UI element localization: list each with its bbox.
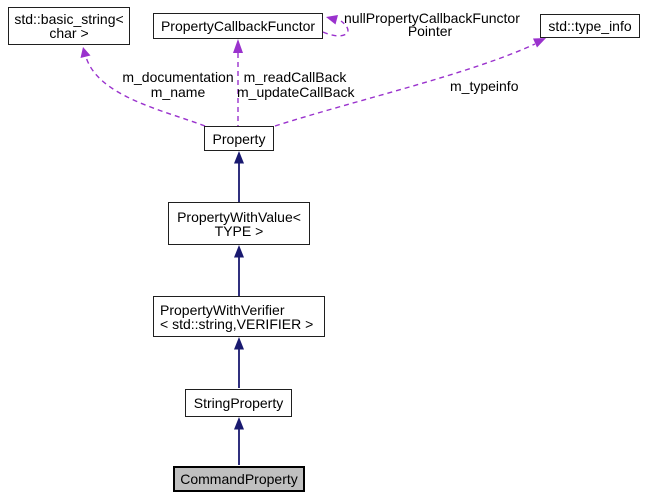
node-property[interactable]: Property [204, 126, 274, 151]
edge-label-line: nullPropertyCallbackFunctor [344, 10, 520, 26]
node-label: char > [49, 25, 89, 41]
node-label: PropertyWithValue< [177, 208, 301, 225]
node-label: TYPE > [214, 222, 264, 239]
node-label: std::basic_string< [14, 11, 124, 27]
edge-label-line: m_updateCallBack [237, 84, 355, 100]
edge-label-line: m_name [150, 84, 206, 100]
usage-arrowhead [326, 15, 338, 25]
node-command-property: CommandProperty [173, 466, 305, 492]
edge-label-typeinfo: m_typeinfo [450, 79, 540, 94]
node-label: < std::string,VERIFIER > [160, 315, 314, 332]
node-property-with-verifier[interactable]: PropertyWithVerifier < std::string,VERIF… [153, 296, 325, 337]
edge-label-callbacks: m_readCallBack m_updateCallBack [237, 69, 355, 100]
node-std-type-info[interactable]: std::type_info [540, 14, 640, 38]
inheritance-arrowhead [234, 337, 244, 350]
node-label: PropertyCallbackFunctor [160, 18, 316, 34]
node-label: StringProperty [193, 395, 284, 411]
inheritance-arrowhead [234, 245, 244, 258]
edge-label-line: m_documentation [122, 69, 234, 85]
node-label: PropertyWithVerifier [160, 301, 285, 318]
usage-arrowhead [80, 47, 91, 58]
usage-arrowhead [233, 39, 243, 53]
usage-arrowhead [533, 38, 546, 48]
inheritance-arrowhead [234, 151, 244, 164]
edge-label-line: m_readCallBack [243, 69, 347, 85]
node-label: CommandProperty [180, 471, 298, 487]
node-property-callback-functor[interactable]: PropertyCallbackFunctor [153, 13, 323, 39]
edge-label-documentation: m_documentation m_name [120, 70, 236, 100]
node-std-basic-string[interactable]: std::basic_string< char > [8, 7, 130, 45]
edge-label-line: Pointer [407, 23, 453, 39]
node-property-with-value[interactable]: PropertyWithValue< TYPE > [168, 202, 310, 245]
node-string-property[interactable]: StringProperty [185, 389, 292, 417]
inheritance-arrowhead [234, 417, 244, 430]
node-label: std::type_info [548, 18, 632, 34]
edge-label-null-pointer: nullPropertyCallbackFunctor Pointer [344, 10, 520, 39]
edge-label-line: m_typeinfo [450, 78, 519, 94]
node-label: Property [212, 130, 266, 147]
